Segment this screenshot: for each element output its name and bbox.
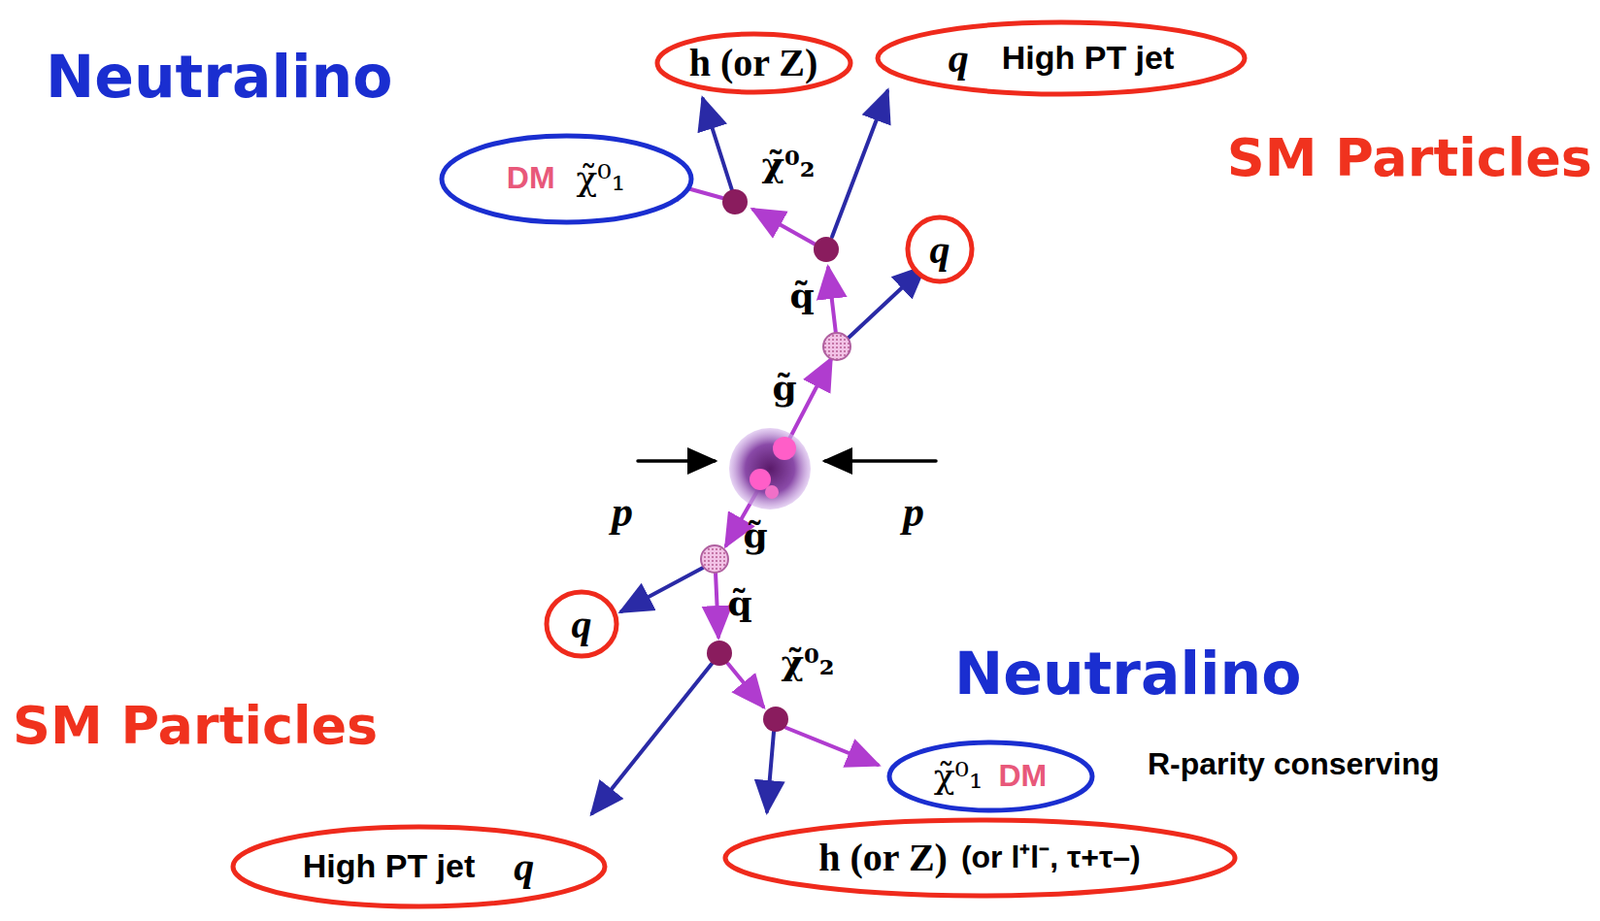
ellipse-shape (233, 827, 605, 907)
ellipse-outline (886, 739, 1096, 814)
neutralino-ellipse: DM χ̃⁰₁ (438, 133, 695, 226)
text-row: h (or Z) (or l⁺l⁻, τ+τ–) (818, 836, 1140, 880)
node-text: q (930, 227, 951, 272)
node-text: High PT jet (1001, 39, 1175, 76)
text-row: DM χ̃⁰₁ (506, 159, 626, 199)
particle-symbol: χ̃⁰₂ (761, 145, 815, 185)
node-text: DM (506, 161, 556, 196)
particle-symbol: q̃ (789, 276, 814, 316)
sm-particles-heading: SM Particles (1227, 129, 1593, 187)
node-text: DM (998, 759, 1047, 794)
ellipse-shape (657, 33, 851, 93)
node-text: High PT jet (302, 848, 476, 885)
text-row: q (930, 227, 951, 272)
node-text: q (513, 844, 534, 890)
node-text: h (or Z) (818, 836, 948, 880)
sm-particles-heading: SM Particles (12, 697, 378, 755)
quark-circle: q (543, 589, 620, 660)
text-row: q (571, 601, 593, 647)
text-row: q High PT jet (948, 35, 1175, 81)
note: R-parity conserving (1147, 747, 1440, 782)
text-row: h (or Z) (689, 41, 819, 85)
ellipse-shape (441, 135, 692, 223)
proton-label: p (902, 489, 925, 536)
ellipse-shape (725, 820, 1235, 897)
particle-symbol: g̃ (742, 516, 767, 556)
node-text: q (948, 35, 969, 81)
node-text: χ̃⁰₁ (933, 757, 984, 797)
node-text: q (571, 601, 593, 647)
node-text: (or l⁺l⁻, τ+τ–) (961, 840, 1141, 875)
particle-symbol: q̃ (727, 584, 752, 624)
text-row: High PT jet q (302, 844, 535, 890)
neutralino-heading: Neutralino (954, 641, 1301, 706)
node-text: χ̃⁰₁ (576, 159, 627, 199)
proton-label: p (611, 489, 634, 536)
sm-particle-ellipse: High PT jet q (230, 824, 608, 910)
neutralino-heading: Neutralino (45, 44, 393, 109)
sm-particle-ellipse: h (or Z) (or l⁺l⁻, τ+τ–) (722, 817, 1238, 900)
ellipse-shape (889, 742, 1093, 811)
node-text: h (or Z) (689, 41, 819, 85)
sm-particle-ellipse: h (or Z) (654, 31, 854, 96)
particle-symbol: χ̃⁰₂ (780, 643, 834, 683)
ellipse-shape (877, 22, 1245, 95)
text-row: χ̃⁰₁ DM (933, 757, 1047, 797)
sm-particle-ellipse: q High PT jet (874, 19, 1248, 98)
ellipse-outline (438, 133, 695, 226)
ellipse-shape (546, 592, 617, 657)
ellipse-shape (907, 217, 972, 282)
particle-symbol: g̃ (771, 368, 797, 408)
neutralino-ellipse: χ̃⁰₁ DM (886, 739, 1096, 814)
quark-circle: q (904, 214, 975, 285)
